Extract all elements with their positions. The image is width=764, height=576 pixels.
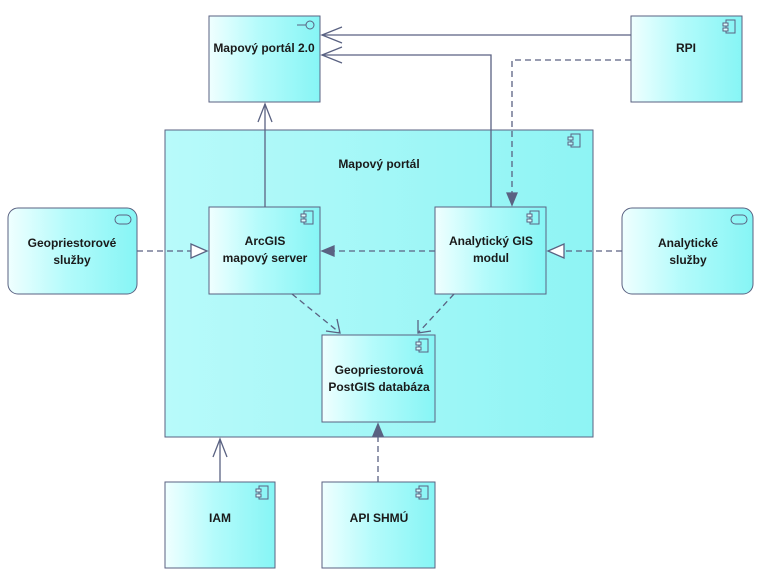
analyticky-gis-label-line2: modul — [473, 251, 509, 265]
connector-apishmu-databaza[interactable] — [372, 422, 384, 482]
geo-sluzby-label-line1: Geopriestorové — [28, 236, 117, 250]
api-shmu-label: API SHMÚ — [350, 510, 409, 525]
component-icon — [722, 19, 736, 34]
geopriestorove-sluzby-box[interactable]: Geopriestorové služby — [7, 207, 138, 295]
databaza-label-line1: Geopriestorová — [335, 363, 424, 377]
databaza-label-line2: PostGIS databáza — [328, 380, 430, 394]
arcgis-label-line2: mapový server — [223, 251, 308, 265]
iam-box[interactable]: IAM — [164, 481, 276, 569]
analyticky-gis-modul-box[interactable]: Analytický GIS modul — [434, 206, 547, 295]
connector-arcgis-databaza[interactable] — [291, 293, 341, 334]
service-icon — [730, 214, 748, 225]
connector-analyticky-databaza[interactable] — [417, 293, 455, 334]
connector-mapovyportal-portal20[interactable] — [257, 102, 273, 207]
postgis-databaza-box[interactable]: Geopriestorová PostGIS databáza — [321, 334, 436, 423]
mapovy-portal-20-box[interactable]: Mapový portál 2.0 — [208, 15, 321, 103]
api-shmu-box[interactable]: API SHMÚ — [321, 481, 436, 569]
component-icon — [255, 485, 269, 500]
component-icon — [300, 210, 314, 225]
component-icon — [567, 133, 581, 148]
iam-label: IAM — [209, 511, 231, 525]
connector-rpi-analyticky[interactable] — [506, 59, 631, 207]
connector-geosluzby-arcgis[interactable] — [137, 243, 209, 259]
arcgis-label-line1: ArcGIS — [245, 234, 286, 248]
connector-rpi-portal20[interactable] — [320, 26, 631, 44]
mapovy-portal-20-label: Mapový portál 2.0 — [213, 41, 315, 55]
connector-analytickesluzby-analyticky[interactable] — [546, 243, 622, 259]
connector-iam-mapovyportal[interactable] — [212, 437, 228, 482]
connector-analyticky-arcgis[interactable] — [320, 245, 435, 257]
connector-analyticky-portal20[interactable] — [320, 46, 492, 207]
component-icon — [415, 485, 429, 500]
analyticky-gis-label-line1: Analytický GIS — [449, 234, 533, 248]
rpi-label: RPI — [676, 41, 696, 55]
mapovy-portal-label: Mapový portál — [338, 157, 419, 171]
geo-sluzby-label-line2: služby — [53, 253, 91, 267]
component-icon — [415, 338, 429, 353]
analyticke-sluzby-label-line1: Analytické — [658, 236, 718, 250]
analyticke-sluzby-box[interactable]: Analytické služby — [621, 207, 754, 295]
rpi-box[interactable]: RPI — [630, 15, 743, 103]
arcgis-server-box[interactable]: ArcGIS mapový server — [208, 206, 321, 295]
component-icon — [526, 210, 540, 225]
interface-icon — [297, 20, 315, 30]
analyticke-sluzby-label-line2: služby — [669, 253, 707, 267]
connectors — [137, 26, 631, 482]
service-icon — [114, 214, 132, 225]
